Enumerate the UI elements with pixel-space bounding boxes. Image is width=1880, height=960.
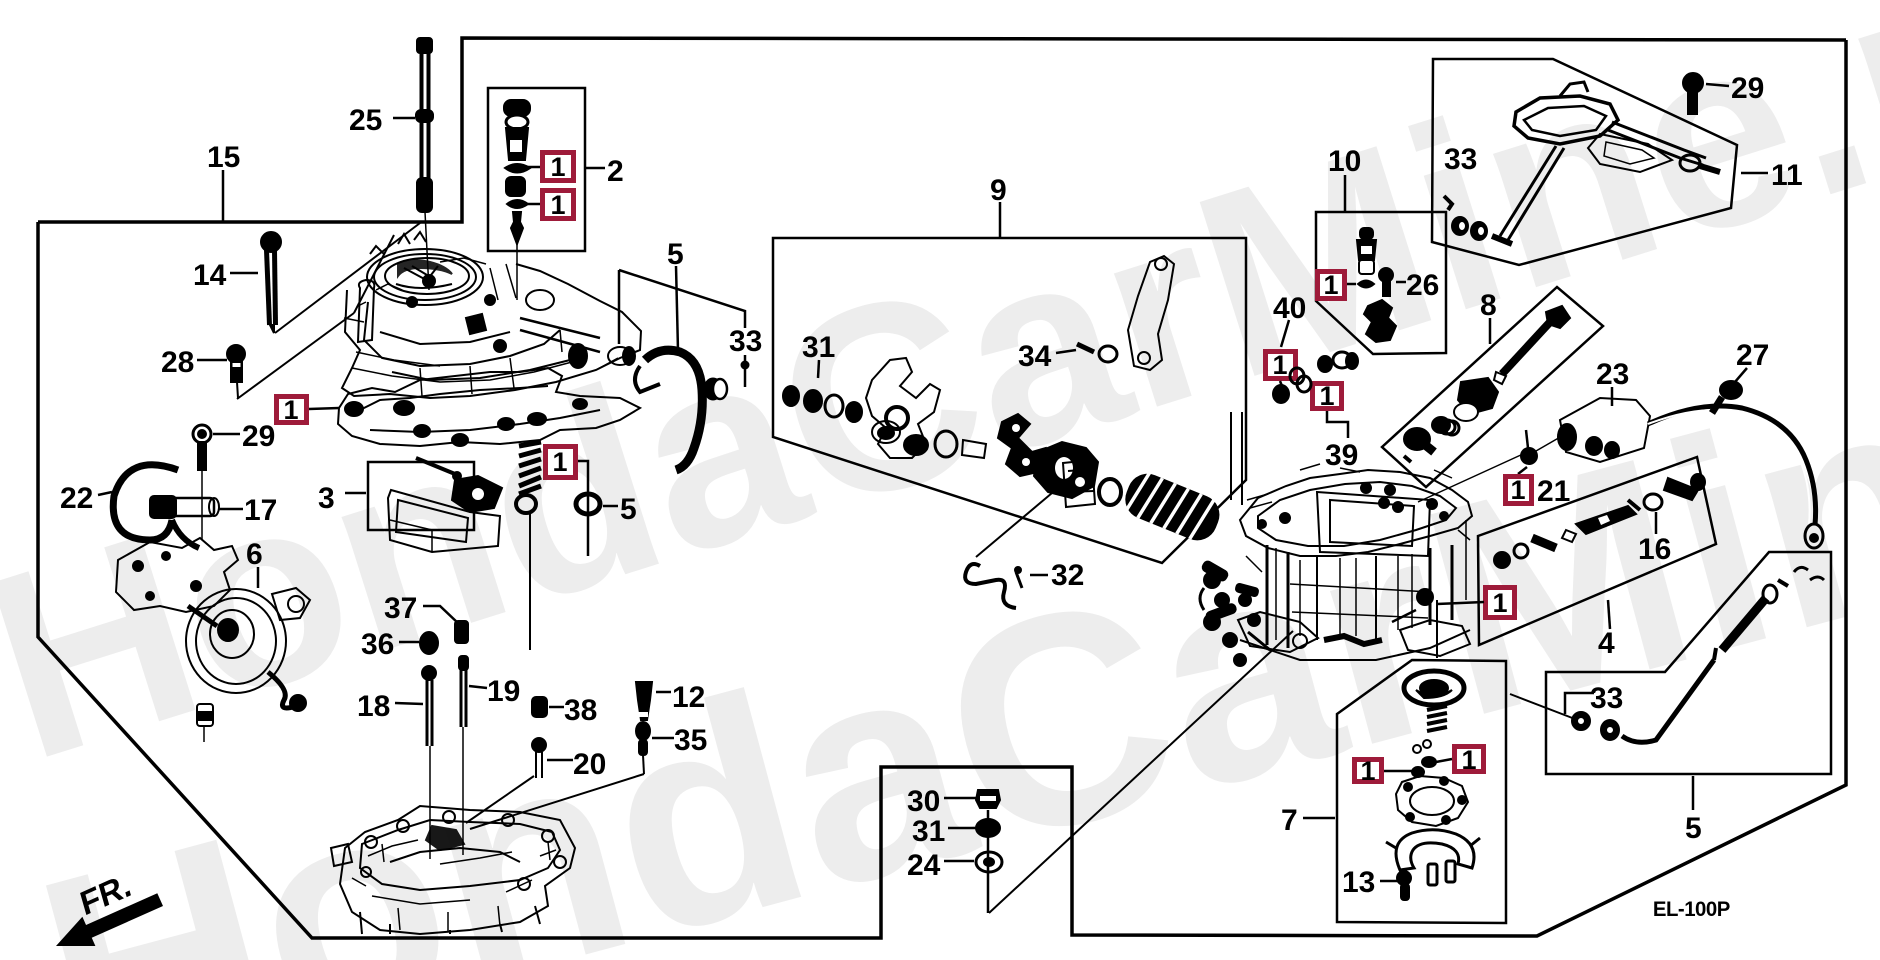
svg-text:1: 1 xyxy=(283,395,298,425)
svg-text:1: 1 xyxy=(1323,270,1338,300)
svg-text:4: 4 xyxy=(1598,627,1615,660)
svg-text:7: 7 xyxy=(1281,804,1298,837)
svg-text:3: 3 xyxy=(318,482,335,515)
svg-text:30: 30 xyxy=(907,785,940,818)
svg-text:5: 5 xyxy=(620,493,637,526)
svg-text:1: 1 xyxy=(550,190,565,220)
svg-text:25: 25 xyxy=(349,104,382,137)
svg-text:39: 39 xyxy=(1325,439,1358,472)
svg-text:24: 24 xyxy=(907,849,941,882)
svg-text:29: 29 xyxy=(1731,72,1764,105)
svg-text:40: 40 xyxy=(1273,292,1306,325)
svg-text:1: 1 xyxy=(1510,475,1525,505)
svg-text:5: 5 xyxy=(1685,812,1702,845)
svg-text:1: 1 xyxy=(1272,350,1287,380)
svg-text:20: 20 xyxy=(573,748,606,781)
svg-text:14: 14 xyxy=(193,259,227,292)
svg-text:37: 37 xyxy=(384,592,417,625)
svg-text:8: 8 xyxy=(1480,289,1497,322)
svg-text:10: 10 xyxy=(1328,145,1361,178)
svg-text:31: 31 xyxy=(802,331,835,364)
svg-text:38: 38 xyxy=(564,694,597,727)
svg-text:34: 34 xyxy=(1018,340,1052,373)
svg-text:5: 5 xyxy=(667,238,684,271)
svg-text:9: 9 xyxy=(990,174,1007,207)
svg-text:32: 32 xyxy=(1051,559,1084,592)
svg-text:1: 1 xyxy=(1319,381,1334,411)
svg-text:28: 28 xyxy=(161,346,194,379)
svg-text:33: 33 xyxy=(729,325,762,358)
svg-text:33: 33 xyxy=(1444,143,1477,176)
svg-text:1: 1 xyxy=(1492,588,1507,618)
svg-text:29: 29 xyxy=(242,420,275,453)
svg-text:31: 31 xyxy=(912,815,945,848)
svg-text:6: 6 xyxy=(246,538,263,571)
svg-text:23: 23 xyxy=(1596,358,1629,391)
svg-text:1: 1 xyxy=(1360,756,1375,786)
svg-text:33: 33 xyxy=(1590,682,1623,715)
svg-text:1: 1 xyxy=(550,152,565,182)
svg-text:36: 36 xyxy=(361,628,394,661)
svg-text:1: 1 xyxy=(1461,745,1476,775)
svg-text:16: 16 xyxy=(1638,533,1671,566)
svg-text:27: 27 xyxy=(1736,339,1769,372)
svg-text:26: 26 xyxy=(1406,269,1439,302)
svg-text:21: 21 xyxy=(1537,475,1570,508)
svg-text:19: 19 xyxy=(487,675,520,708)
svg-text:17: 17 xyxy=(244,494,277,527)
svg-text:12: 12 xyxy=(672,681,705,714)
svg-text:35: 35 xyxy=(674,724,707,757)
svg-text:18: 18 xyxy=(357,690,390,723)
svg-text:1: 1 xyxy=(552,447,567,477)
svg-text:2: 2 xyxy=(607,155,624,188)
svg-text:11: 11 xyxy=(1771,159,1803,192)
svg-text:EL-100P: EL-100P xyxy=(1653,898,1731,921)
svg-text:22: 22 xyxy=(60,482,93,515)
svg-text:13: 13 xyxy=(1342,866,1375,899)
svg-text:15: 15 xyxy=(207,141,240,174)
